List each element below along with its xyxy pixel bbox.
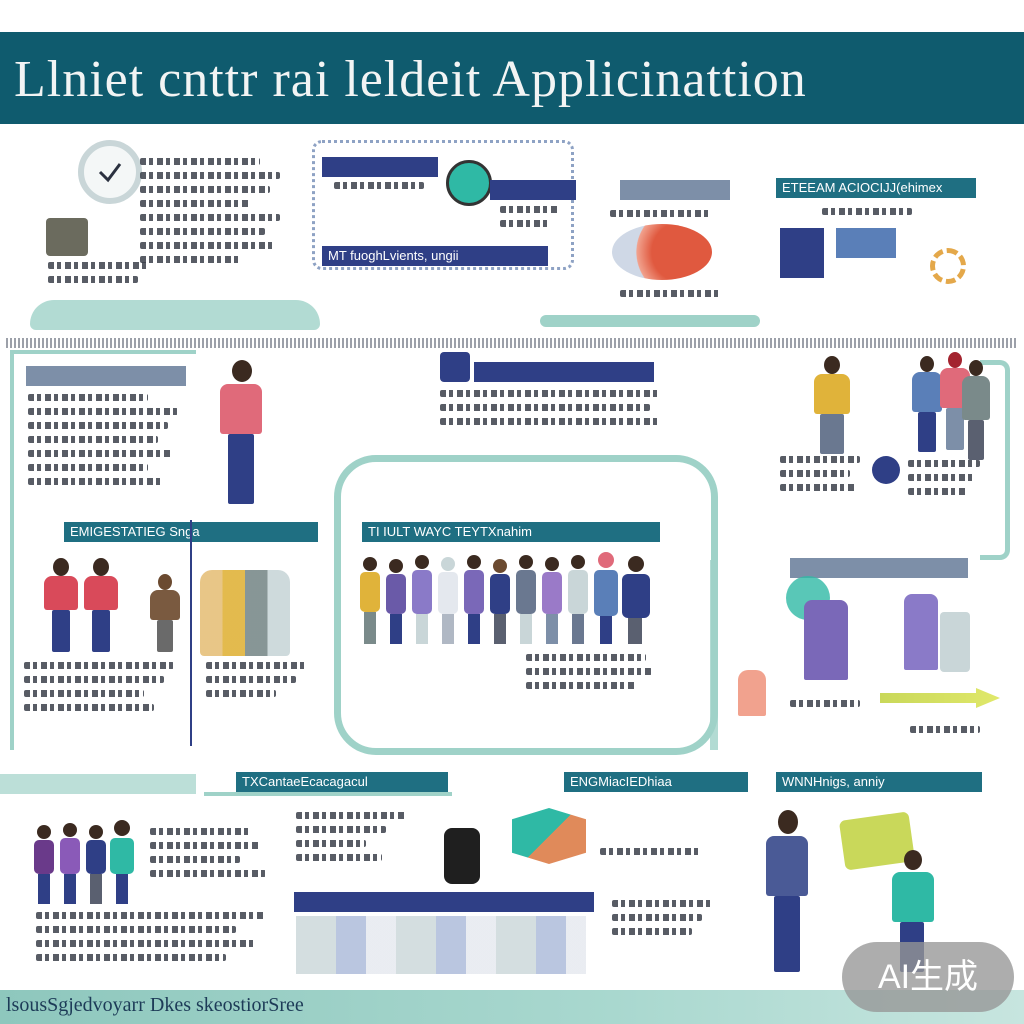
speech-icon <box>440 352 470 382</box>
family-group-left <box>200 570 290 656</box>
robot-illustration <box>940 612 970 672</box>
group-bottom-left <box>30 820 146 906</box>
left-lower-text-b <box>206 662 316 722</box>
left-text-block <box>48 262 158 302</box>
label-bar-top-middle-b <box>490 180 576 200</box>
teal-bracket-right-lower <box>710 560 718 750</box>
middle-right-text-b <box>908 460 988 510</box>
label-bar-bottom-middle <box>294 892 594 912</box>
teal-wave <box>30 300 320 330</box>
title-banner <box>0 32 1024 124</box>
crowd-illustration <box>356 552 656 646</box>
middle-left-text <box>28 394 188 504</box>
gear-text <box>822 208 922 222</box>
bottom-left-text-b <box>36 912 276 982</box>
house-illustration <box>46 218 88 256</box>
middle-right-text-a <box>780 456 866 506</box>
section-label-12: WNNHnigs, anniy <box>776 772 982 792</box>
person-woman-pink <box>216 360 266 510</box>
ai-generated-badge: AI生成 <box>842 942 1014 1012</box>
person-woman-red-2 <box>84 558 118 654</box>
center-panel-text <box>526 654 656 710</box>
page-title: Llniet cnttr rai leldeit Applicinattion <box>14 51 807 108</box>
brain-icon <box>612 224 712 280</box>
dashed-separator <box>6 338 1018 348</box>
brain-caption <box>620 290 730 304</box>
bottom-middle-text <box>296 812 416 882</box>
building-illustration <box>780 228 824 278</box>
person-pink-small <box>738 670 766 716</box>
person-man-navy-bottom <box>764 810 810 974</box>
circle-badge-icon <box>872 456 900 484</box>
clock-icon <box>78 140 142 204</box>
arrow-icon <box>880 688 1000 708</box>
bottom-middle-right-text-b <box>612 900 722 960</box>
gear-icon <box>930 248 966 284</box>
bottom-left-text-a <box>150 828 270 898</box>
label-bar-middle-left <box>26 366 186 386</box>
label-bar-middle-center <box>474 362 654 382</box>
person-woman-red-1 <box>44 558 78 654</box>
cube-icon <box>512 808 586 864</box>
window-illustration <box>836 228 896 258</box>
section-label-10: TXCantaeEcacagacul <box>236 772 448 792</box>
person-man-brown <box>150 574 180 654</box>
person-purple-right <box>804 600 848 680</box>
vertical-rule-left <box>190 520 192 746</box>
right-lower-text-a <box>790 700 870 730</box>
section-label-8: TI IULT WAYC TEYTXnahim <box>362 522 660 542</box>
teal-bar-left-bottom <box>0 774 196 794</box>
middle-center-text <box>440 390 670 450</box>
person-woman-right-3 <box>962 360 990 464</box>
panel-frame-top-middle <box>312 140 574 270</box>
dashboard-illustration <box>296 916 586 974</box>
brain-text <box>610 210 720 224</box>
section-label-11: ENGMiacIEDhiaa <box>564 772 748 792</box>
section-label-2: MT fuoghLvients, ungii <box>322 246 548 266</box>
person-woman-right-1 <box>912 356 942 456</box>
left-lower-text-a <box>24 662 184 742</box>
top-middle-text <box>334 182 434 202</box>
top-middle-text-b <box>500 206 570 236</box>
bottom-middle-right-text <box>600 848 710 878</box>
footer-text: lsousSgjedvoyarr Dkes skeostiorSree <box>6 994 304 1016</box>
label-bar-top-middle-a <box>322 157 438 177</box>
teal-frame-right <box>980 360 1010 560</box>
phone-icon <box>444 828 480 884</box>
section-label-4: ETEEAM ACIOCIJJ(ehimex <box>776 178 976 198</box>
teal-line-bottom-left <box>204 792 452 796</box>
teal-bracket-top-right <box>540 315 760 327</box>
person-woman-right-2 <box>940 352 970 456</box>
teal-frame-left <box>10 350 196 750</box>
label-bar-brain <box>620 180 730 200</box>
person-purple-right-2 <box>904 594 938 670</box>
right-lower-text-b <box>910 726 990 746</box>
magnifier-icon <box>446 160 492 206</box>
label-bar-right-lower <box>790 558 968 578</box>
clock-text-block <box>140 158 290 308</box>
person-man-right <box>812 356 852 456</box>
